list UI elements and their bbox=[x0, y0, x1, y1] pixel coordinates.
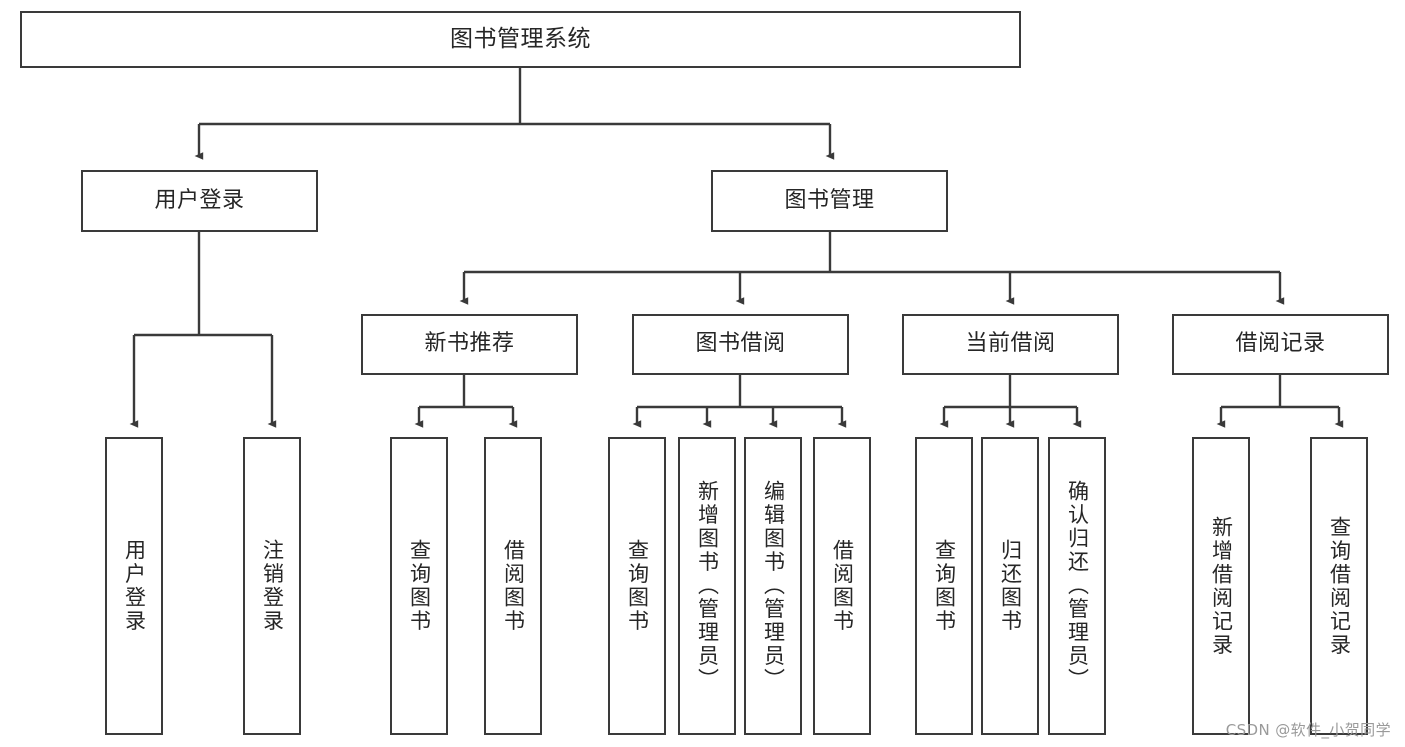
node-user-login[interactable]: 用户登录 bbox=[81, 170, 318, 232]
node-label: 查询图书 bbox=[932, 539, 957, 633]
leaf-query-borrow-record[interactable]: 查询借阅记录 bbox=[1310, 437, 1368, 735]
node-label: 借阅图书 bbox=[830, 539, 855, 633]
node-borrow-records[interactable]: 借阅记录 bbox=[1172, 314, 1389, 375]
node-label: 查询借阅记录 bbox=[1327, 515, 1352, 657]
leaf-add-book-admin[interactable]: 新增图书（管理员） bbox=[678, 437, 736, 735]
node-label: 图书管理系统 bbox=[450, 25, 591, 52]
node-label: 查询图书 bbox=[407, 539, 432, 633]
node-label: 借阅图书 bbox=[501, 539, 526, 633]
node-label: 注销登录 bbox=[260, 539, 285, 633]
node-label: 新增借阅记录 bbox=[1209, 515, 1234, 657]
node-label: 图书管理 bbox=[784, 187, 875, 213]
leaf-edit-book-admin[interactable]: 编辑图书（管理员） bbox=[744, 437, 802, 735]
node-current-borrowing[interactable]: 当前借阅 bbox=[902, 314, 1119, 375]
leaf-logout[interactable]: 注销登录 bbox=[243, 437, 301, 735]
leaf-user-login[interactable]: 用户登录 bbox=[105, 437, 163, 735]
node-label: 当前借阅 bbox=[965, 331, 1056, 357]
node-label: 用户登录 bbox=[122, 539, 147, 633]
node-label: 新增图书（管理员） bbox=[695, 480, 720, 692]
node-root-book-management-system[interactable]: 图书管理系统 bbox=[20, 11, 1021, 68]
leaf-borrow-books[interactable]: 借阅图书 bbox=[813, 437, 871, 735]
leaf-query-books-newbook[interactable]: 查询图书 bbox=[390, 437, 448, 735]
node-label: 图书借阅 bbox=[695, 331, 786, 357]
node-label: 用户登录 bbox=[154, 187, 245, 213]
node-label: 查询图书 bbox=[625, 539, 650, 633]
node-book-management[interactable]: 图书管理 bbox=[711, 170, 948, 232]
node-label: 借阅记录 bbox=[1235, 331, 1326, 357]
leaf-query-books-current[interactable]: 查询图书 bbox=[915, 437, 973, 735]
node-new-book-recommendation[interactable]: 新书推荐 bbox=[361, 314, 578, 375]
leaf-query-books-borrow[interactable]: 查询图书 bbox=[608, 437, 666, 735]
node-label: 确认归还（管理员） bbox=[1065, 480, 1090, 692]
node-label: 新书推荐 bbox=[424, 331, 515, 357]
leaf-add-borrow-record[interactable]: 新增借阅记录 bbox=[1192, 437, 1250, 735]
node-label: 归还图书 bbox=[998, 539, 1023, 633]
leaf-confirm-return-admin[interactable]: 确认归还（管理员） bbox=[1048, 437, 1106, 735]
node-book-borrowing[interactable]: 图书借阅 bbox=[632, 314, 849, 375]
node-label: 编辑图书（管理员） bbox=[761, 480, 786, 692]
leaf-return-books[interactable]: 归还图书 bbox=[981, 437, 1039, 735]
leaf-borrow-books-newbook[interactable]: 借阅图书 bbox=[484, 437, 542, 735]
